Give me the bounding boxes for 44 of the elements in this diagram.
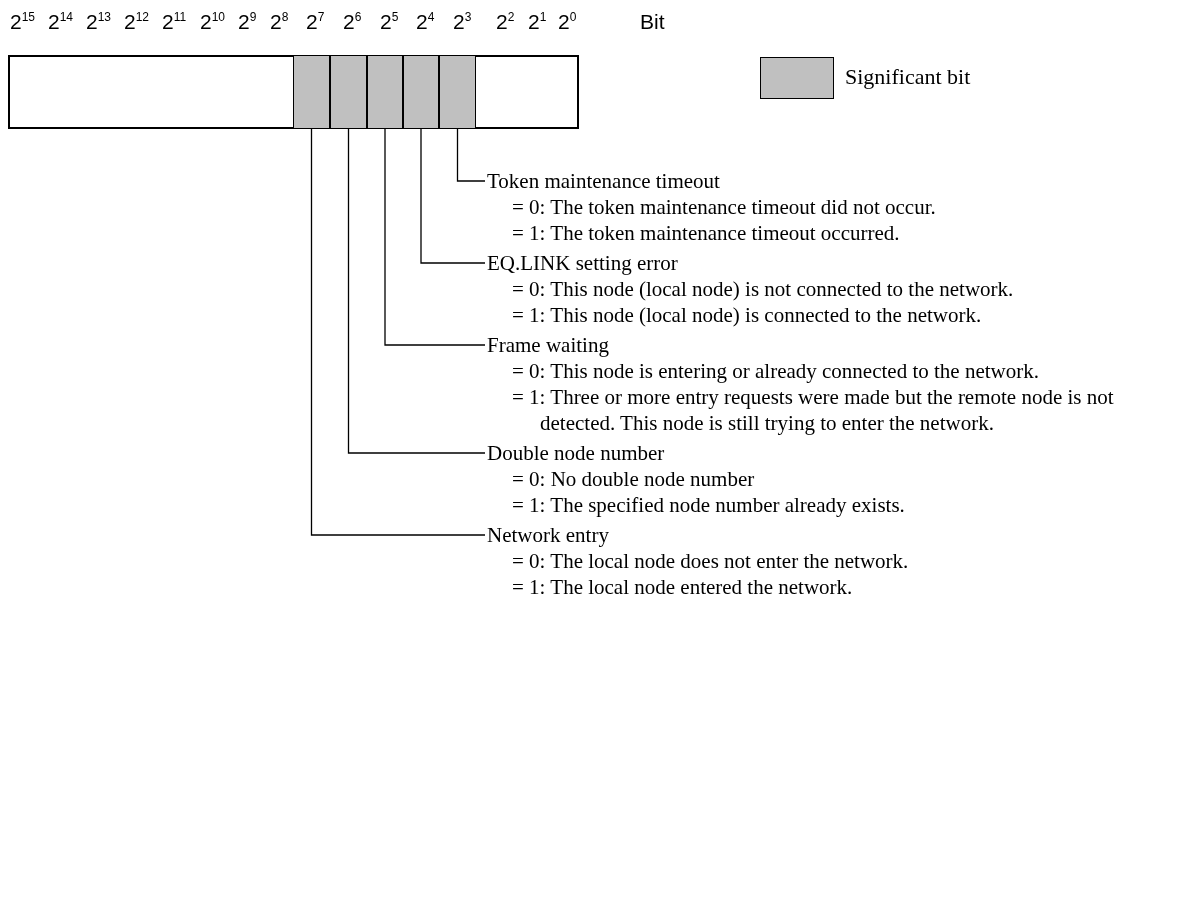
value-description: = 0: The token maintenance timeout did not occur. [511, 194, 937, 220]
value-description: = 0: This node (local node) is not connected to the network. [511, 276, 1015, 302]
value-description: = 0: This node is entering or already connected to the network. [511, 358, 1040, 384]
value-description: = 1: The specified node number already exists. [511, 492, 906, 518]
bit-cell [367, 55, 403, 129]
bit-cell [293, 55, 330, 129]
bit-label: 2$^{8}$ [270, 10, 289, 34]
leader-line [420, 128, 486, 264]
bit-label: 2$^{0}$ [558, 10, 577, 34]
value-description: = 1: This node (local node) is connected to the network. [511, 302, 983, 328]
bit-cell [403, 55, 439, 129]
field-heading: Token maintenance timeout [487, 168, 720, 194]
bit-label: 2$^{12}$ [124, 10, 150, 34]
value-description: = 1: Three or more entry requests were made but the remote node is not detected. This node is still trying to enter the network. [511, 384, 1115, 436]
bit-label: 2$^{9}$ [238, 10, 257, 34]
leader-line [384, 128, 486, 346]
leader-line [310, 128, 486, 536]
field-heading: Double node number [487, 440, 665, 466]
bit-label: 2$^{10}$ [200, 10, 226, 34]
bit-label: 2$^{15}$ [10, 10, 36, 34]
legend-text: Significant bit [845, 64, 971, 90]
bit-cell [330, 55, 367, 129]
leader-line [456, 128, 486, 182]
bit-cell [439, 55, 476, 129]
bit-label: 2$^{14}$ [48, 10, 74, 34]
field-heading: Network entry [487, 522, 609, 548]
axis-label: Bit [640, 10, 665, 34]
bit-label: 2$^{11}$ [162, 10, 187, 34]
field-heading: Frame waiting [487, 332, 609, 358]
bit-label: 2$^{5}$ [380, 10, 399, 34]
register-bar [8, 55, 579, 129]
field-heading: EQ.LINK setting error [487, 250, 678, 276]
bit-label: 2$^{2}$ [496, 10, 515, 34]
bit-label: 2$^{4}$ [416, 10, 435, 34]
bit-label: 2$^{6}$ [343, 10, 362, 34]
value-description: = 0: No double node number [511, 466, 756, 492]
leader-line [347, 128, 486, 454]
value-description: = 1: The local node entered the network. [511, 574, 854, 600]
value-description: = 0: The local node does not enter the network. [511, 548, 910, 574]
value-description: = 1: The token maintenance timeout occurred. [511, 220, 901, 246]
bit-label: 2$^{13}$ [86, 10, 112, 34]
bit-label: 2$^{1}$ [528, 10, 547, 34]
bit-label: 2$^{7}$ [306, 10, 325, 34]
bit-label: 2$^{3}$ [453, 10, 472, 34]
